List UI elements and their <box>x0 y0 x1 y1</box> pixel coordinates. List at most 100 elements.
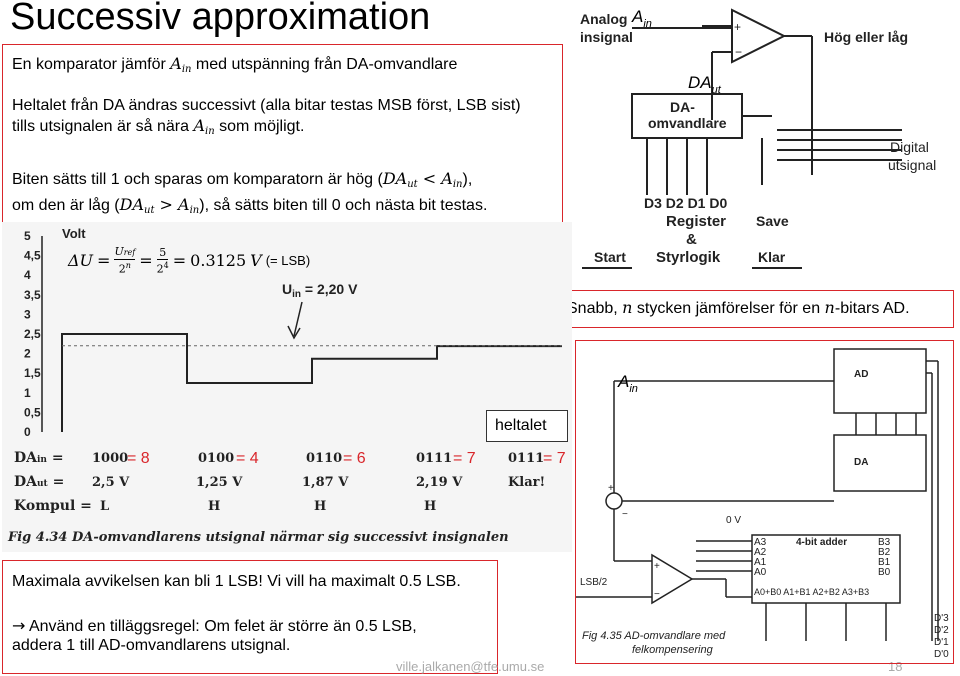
ain-symbol: A <box>170 54 182 73</box>
voltage-value: 1,87 V <box>302 475 349 490</box>
lsb-unit: V <box>250 251 262 271</box>
output-d1: D'1 <box>934 637 949 648</box>
ain-subscript: in <box>181 64 192 75</box>
y-tick-label: 0 <box>24 425 31 439</box>
intro-text: med utspänning från DA-omvandlare <box>191 56 458 73</box>
intro-text: ), <box>462 171 473 188</box>
eq: = <box>172 251 187 271</box>
daut-subscript: ut <box>407 179 418 190</box>
digital-label: Digital <box>890 139 929 155</box>
adder-comparator <box>651 553 694 605</box>
eq: = <box>97 251 111 271</box>
arrow-icon: → <box>12 616 26 635</box>
intro-para-2: Heltalet från DA ändras successivt (alla… <box>12 96 521 142</box>
adder-frame <box>575 340 954 664</box>
delta-lhs: ΔU <box>68 251 94 271</box>
eq-label: = 7 <box>453 450 476 467</box>
intro-text: tills utsignalen är så nära <box>12 118 194 135</box>
daut-symbol: DA <box>119 195 144 214</box>
intro-text: ), så sätts biten till 0 och nästa bit t… <box>199 197 488 214</box>
snabb-pre: Snabb, <box>567 300 623 317</box>
intro-text: som möjligt. <box>214 118 305 135</box>
snabb-mid: stycken jämförelser för en <box>632 300 825 317</box>
staircase-chart: Volt 54,543,532,521,510,50 Uin = 2,20 V <box>24 226 562 439</box>
intro-text: om den är låg ( <box>12 197 120 214</box>
intro-text: Heltalet från DA ändras successivt (alla… <box>12 97 521 114</box>
daut-subscript: ut <box>144 205 155 216</box>
rule-line-2: addera 1 till AD-omvandlarens utsignal. <box>12 637 291 654</box>
lower-box <box>2 560 498 674</box>
y-tick-label: 5 <box>24 229 31 243</box>
summing-minus: − <box>622 509 628 520</box>
da-out-staircase <box>61 333 562 432</box>
comp-plus: + <box>654 561 660 572</box>
voltage-value: 2,19 V <box>416 475 463 490</box>
start-label: Start <box>594 249 626 265</box>
fig-435-caption-2: felkompensering <box>632 644 714 656</box>
fraction-num: 5 <box>157 245 169 260</box>
max-deviation-text: Maximala avvikelsen kan bli 1 LSB! Vi vi… <box>12 573 461 590</box>
da-label: DA <box>854 457 868 468</box>
register-label: Register <box>666 213 726 230</box>
fraction-den: 24 <box>156 260 169 276</box>
dac-label-1: DA- <box>670 99 695 115</box>
row-label-kompout: Kompul = <box>14 498 92 514</box>
intro-text-line: om den är låg (DAut > Ain), så sätts bit… <box>12 195 487 221</box>
intro-para-3: Biten sätts till 1 och sparas om kompara… <box>12 169 487 221</box>
voltage-value: 2,5 V <box>92 475 130 490</box>
uin-arrow <box>293 301 303 337</box>
eq-label: = 7 <box>543 450 566 467</box>
eq-label: = 8 <box>127 450 150 467</box>
output-d0: D'0 <box>934 649 949 660</box>
fig-435-caption-1: Fig 4.35 AD-omvandlare med <box>582 630 726 642</box>
intro-text: En komparator jämför <box>12 56 171 73</box>
voltage-value: 1,25 V <box>196 475 243 490</box>
row-label-daut: DAut = <box>14 474 65 490</box>
adder-input-a2: A2 <box>754 547 767 558</box>
comp-minus: − <box>654 589 660 600</box>
ain-symbol: A <box>193 116 205 135</box>
greater-than: > <box>154 195 179 214</box>
fraction-den: 2n <box>118 261 131 276</box>
delta-formula: ΔU = Uref 2n = 5 24 = 0.3125 V (= LSB) <box>68 246 310 276</box>
y-tick-label: 3 <box>24 307 31 321</box>
adder-sums: A0+B0 A1+B1 A2+B2 A3+B3 <box>754 587 869 597</box>
ain-subscript: in <box>452 179 463 190</box>
adder-input-a3: A3 <box>754 537 767 548</box>
fraction-uref: Uref 2n <box>114 246 136 276</box>
kompout-value: L <box>100 499 110 514</box>
code-value: 0111 <box>416 451 453 466</box>
y-tick-label: 2,5 <box>24 327 41 341</box>
code-value: 0111 <box>508 451 545 466</box>
adder-box <box>751 534 901 604</box>
y-tick-label: 4 <box>24 268 31 282</box>
adder-diagram: Ain AD DA 0 V 4-bit adder A3 A2 A1 A0 B3… <box>576 348 949 660</box>
ain-symbol: A <box>178 195 190 214</box>
y-tick-label: 1,5 <box>24 366 41 380</box>
ad-label: AD <box>854 369 868 380</box>
snabb-post: -bitars AD. <box>834 300 910 317</box>
intro-text: Biten sätts till 1 och sparas om kompara… <box>12 171 383 188</box>
n-symbol: n <box>622 298 633 317</box>
adder-input-b2: B2 <box>878 547 891 558</box>
comparator-symbol <box>731 8 787 64</box>
code-value: 0110 <box>306 451 343 466</box>
adder-input-b1: B1 <box>878 557 891 568</box>
adder-input-b0: B0 <box>878 567 891 578</box>
eq: = <box>139 251 153 271</box>
row-label-dain: DAin = <box>14 450 64 466</box>
sar-diagram: + − Analog insignal Ain Hög eller låg DA… <box>580 7 936 269</box>
register-amp: & <box>686 231 697 248</box>
fig-434-caption: Fig 4.34 DA-omvandlarens utsignal närmar… <box>8 530 509 545</box>
insignal-label: insignal <box>580 29 633 45</box>
adder-input-b3: B3 <box>878 537 891 548</box>
y-tick-label: 3,5 <box>24 288 41 302</box>
register-bits: D3 D2 D1 D0 <box>644 195 727 211</box>
lsb-note: (= LSB) <box>265 253 311 269</box>
footer-email: ville.jalkanen@tfe.umu.se <box>396 659 545 674</box>
rule-line: → Använd en tilläggsregel: Om felet är s… <box>12 616 417 637</box>
analog-label: Analog <box>580 11 627 27</box>
zero-v-label: 0 V <box>726 515 741 526</box>
kompout-value: H <box>208 499 221 514</box>
eq-label: = 4 <box>236 450 259 467</box>
